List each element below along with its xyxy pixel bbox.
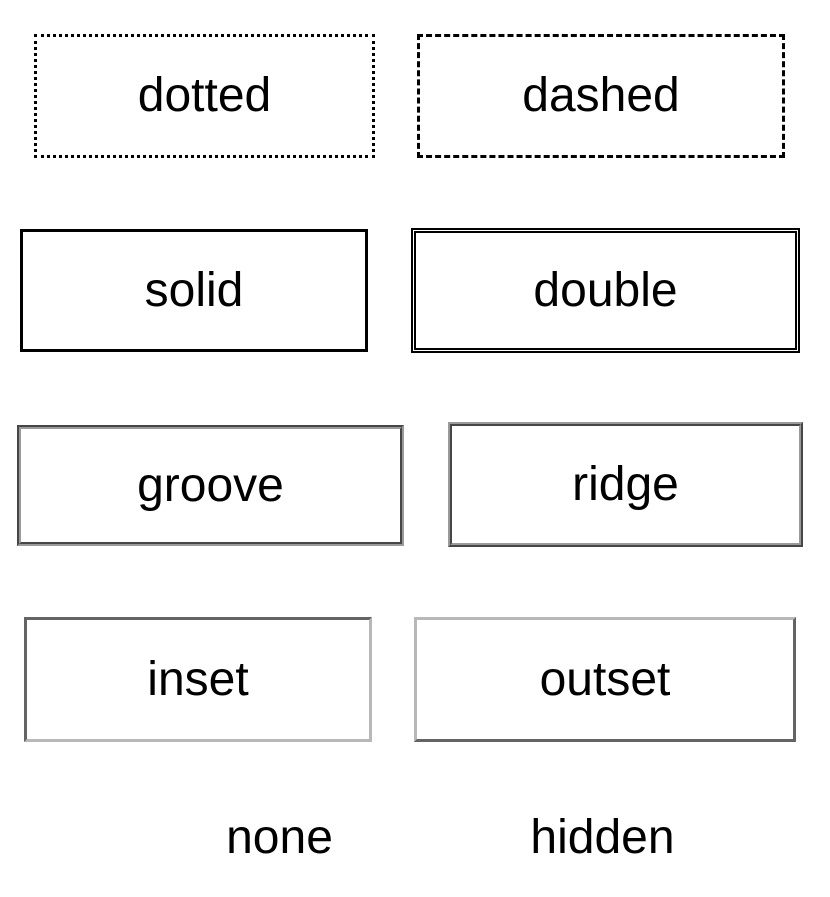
groove-border-box: groove	[17, 425, 404, 546]
outset-label: outset	[539, 652, 671, 706]
hidden-border-box: hidden	[490, 779, 715, 897]
dashed-border-box: dashed	[417, 34, 785, 158]
groove-label: groove	[137, 458, 284, 512]
dotted-label: dotted	[137, 69, 272, 122]
outset-border-box: outset	[414, 617, 796, 742]
double-border-box: double	[411, 228, 800, 353]
hidden-label: hidden	[530, 811, 675, 864]
solid-border-box: solid	[20, 229, 368, 352]
double-label: double	[533, 263, 678, 317]
inset-border-box: inset	[24, 617, 372, 742]
dashed-label: dashed	[522, 69, 680, 122]
dotted-border-box: dotted	[34, 34, 375, 158]
none-border-box: none	[172, 779, 387, 897]
inset-label: inset	[147, 652, 249, 706]
ridge-label: ridge	[572, 457, 679, 511]
none-label: none	[226, 811, 333, 864]
ridge-border-box: ridge	[448, 422, 803, 547]
solid-label: solid	[144, 263, 244, 317]
